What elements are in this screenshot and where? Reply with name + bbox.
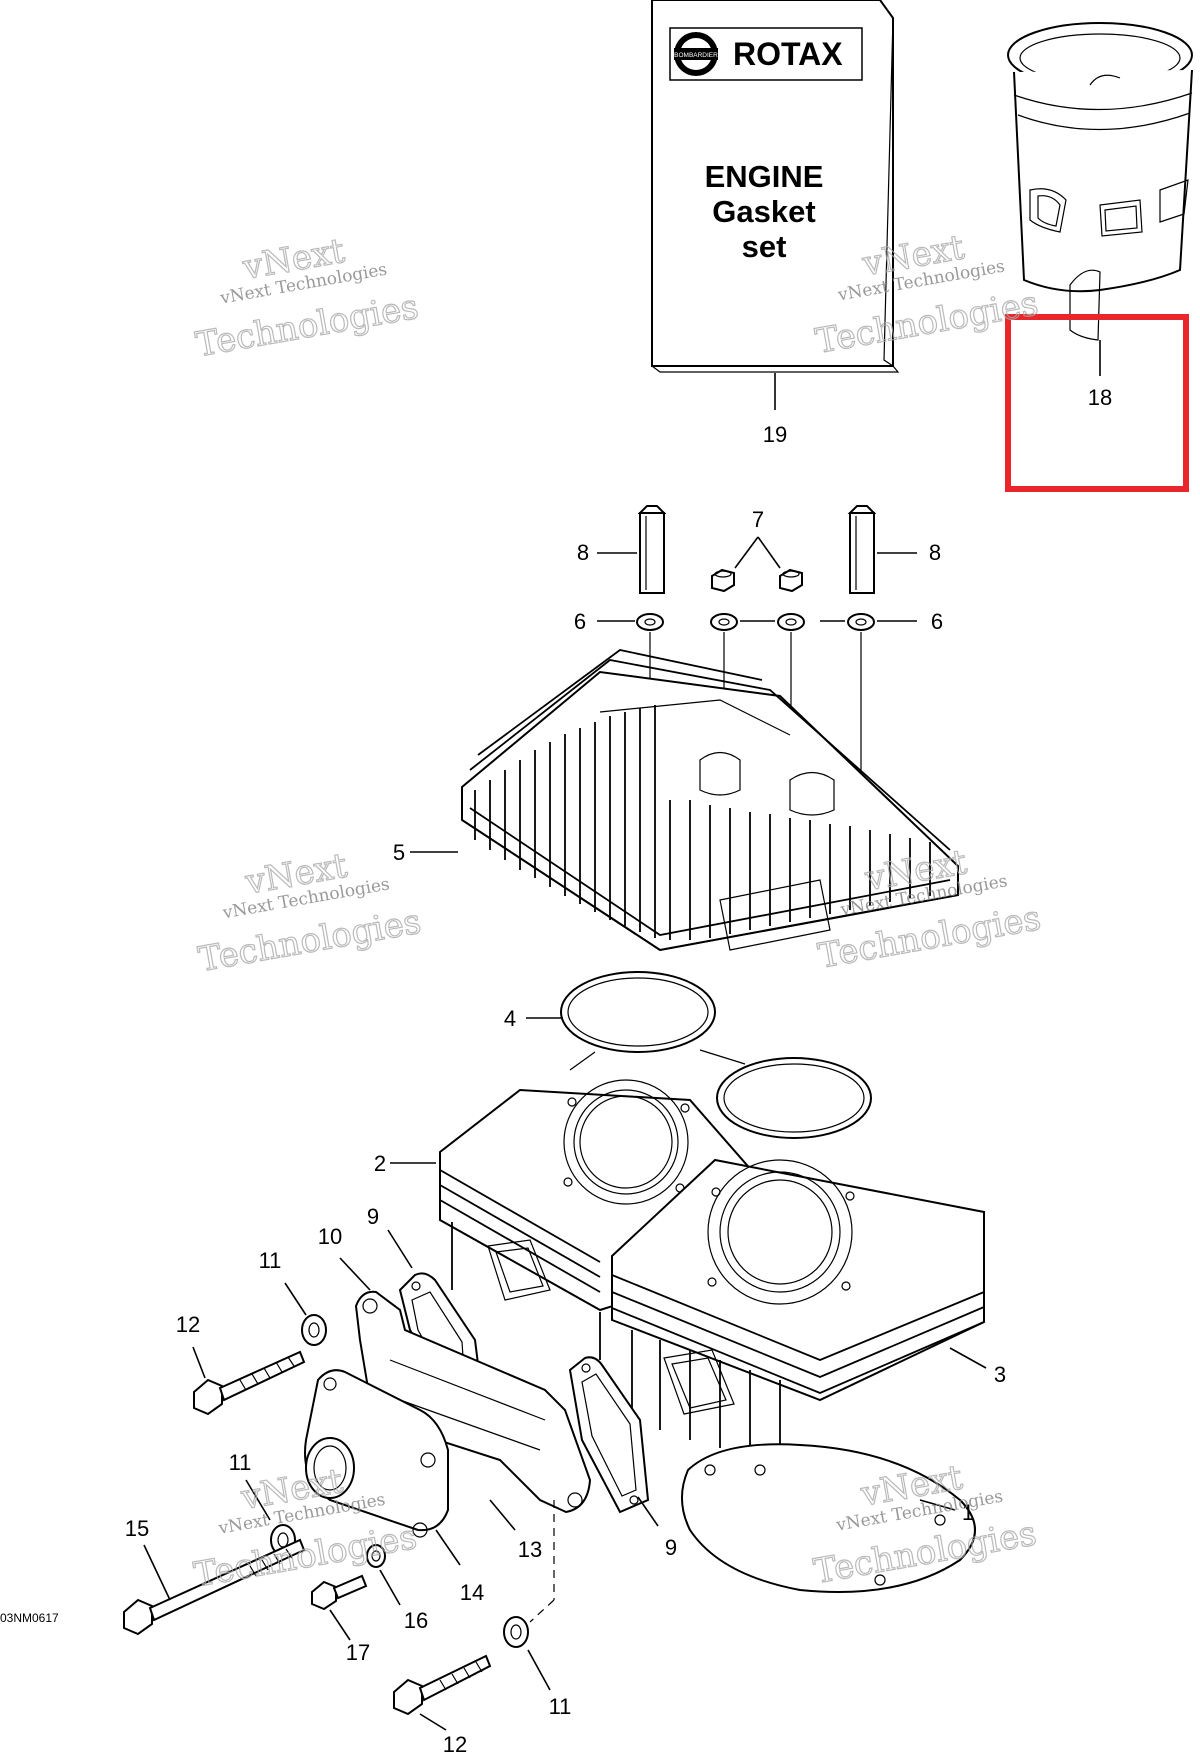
callout-19[interactable]: 19 xyxy=(763,422,787,447)
callout-13[interactable]: 13 xyxy=(518,1537,542,1562)
bolt-15 xyxy=(123,1538,306,1636)
head-gasket-rings xyxy=(560,971,872,1139)
cylinder-sleeve xyxy=(1007,22,1193,341)
callout-12-top[interactable]: 12 xyxy=(176,1312,200,1337)
bolt-17 xyxy=(311,1574,368,1611)
cylinder-rear xyxy=(611,1158,985,1460)
callout-9-top[interactable]: 9 xyxy=(367,1204,379,1229)
drawing-reference-code: 03NM0617 xyxy=(0,1611,59,1625)
kit-title-line2: Gasket xyxy=(712,194,815,229)
callout-16[interactable]: 16 xyxy=(404,1608,428,1633)
watermark-top-left: vNext vNext Technologies Technologies xyxy=(192,230,422,366)
bolt-12-top xyxy=(193,1350,306,1416)
callout-8-left[interactable]: 8 xyxy=(577,540,589,565)
cylinder-head xyxy=(461,649,959,952)
callout-11-mid[interactable]: 11 xyxy=(229,1450,252,1475)
bombardier-badge-icon: BOMBARDIER xyxy=(674,32,718,76)
callout-10[interactable]: 10 xyxy=(318,1224,342,1249)
callout-3[interactable]: 3 xyxy=(994,1362,1006,1387)
callout-2[interactable]: 2 xyxy=(374,1151,386,1176)
head-nut-right xyxy=(779,568,803,593)
callout-6-left[interactable]: 6 xyxy=(574,609,586,634)
exhaust-gasket-lower xyxy=(568,1356,650,1514)
gasket-kit-box: BOMBARDIER ROTAX ENGINE Gasket set xyxy=(651,0,900,373)
badge-text: BOMBARDIER xyxy=(674,52,718,59)
callout-17[interactable]: 17 xyxy=(346,1640,370,1665)
callout-4[interactable]: 4 xyxy=(504,1006,516,1031)
callout-5[interactable]: 5 xyxy=(393,840,405,865)
callout-9-bottom[interactable]: 9 xyxy=(665,1535,677,1560)
washer-11-top xyxy=(301,1314,327,1346)
washers-row xyxy=(636,613,875,631)
callout-12-bottom[interactable]: 12 xyxy=(443,1732,467,1757)
washer-16 xyxy=(366,1544,386,1568)
kit-title-line1: ENGINE xyxy=(705,159,824,194)
callout-1[interactable]: 1 xyxy=(962,1500,974,1525)
callout-8-right[interactable]: 8 xyxy=(929,540,941,565)
callout-11-bottom[interactable]: 11 xyxy=(549,1694,572,1719)
callout-11-top[interactable]: 11 xyxy=(259,1248,282,1273)
cylinder-head-stud-right xyxy=(847,505,877,594)
kit-title-line3: set xyxy=(742,229,787,264)
exhaust-socket xyxy=(304,1369,449,1538)
cylinder-head-stud-left xyxy=(637,505,667,594)
callout-7[interactable]: 7 xyxy=(752,507,764,532)
callout-6-right[interactable]: 6 xyxy=(931,609,943,634)
head-nut-left xyxy=(711,568,735,593)
callout-18[interactable]: 18 xyxy=(1088,385,1112,410)
brand-text: ROTAX xyxy=(733,36,843,72)
base-gasket xyxy=(680,1443,976,1593)
callout-14[interactable]: 14 xyxy=(460,1580,484,1605)
watermark-mid-left: vNext vNext Technologies Technologies xyxy=(195,845,425,981)
bolt-12-bottom xyxy=(393,1654,492,1716)
callout-15[interactable]: 15 xyxy=(125,1516,149,1541)
highlight-box[interactable] xyxy=(1005,314,1189,492)
washer-11-bottom xyxy=(503,1616,529,1648)
